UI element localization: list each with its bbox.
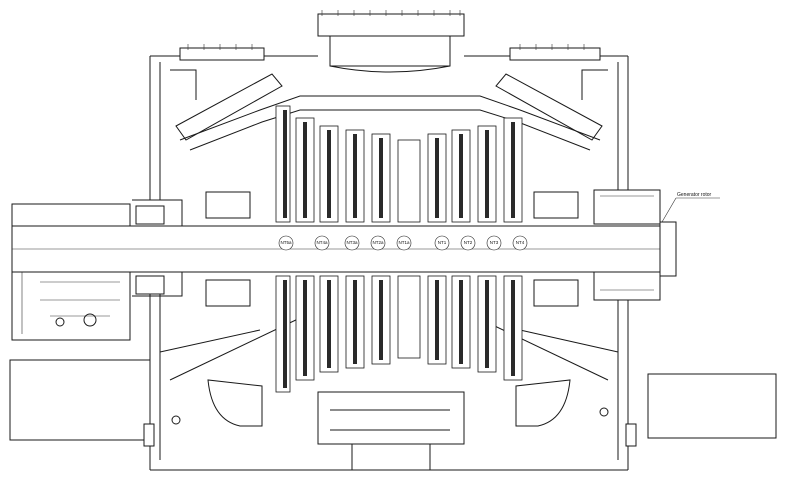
stage-label-nt4: NT4 (512, 235, 528, 251)
stage-label-nt3: NT3 (486, 235, 502, 251)
right-foundation-block (647, 373, 777, 439)
stage-labels: NT5a NT4a NT3a NT2a NT1a NT1 NT2 NT3 (278, 235, 528, 251)
left-bearing-pedestal (11, 199, 183, 341)
svg-text:NT3: NT3 (490, 240, 499, 245)
stage-label-nt1a: NT1a (396, 235, 412, 251)
svg-text:NT1a: NT1a (398, 240, 410, 245)
svg-text:NT2: NT2 (464, 240, 473, 245)
svg-text:NT1: NT1 (438, 240, 447, 245)
svg-text:NT2a: NT2a (372, 240, 384, 245)
stage-label-nt2: NT2 (460, 235, 476, 251)
generator-rotor-label: Generator rotor (677, 192, 712, 198)
blade-stages-upper (275, 105, 523, 223)
stage-label-nt4a: NT4a (314, 235, 330, 251)
svg-text:NT5a: NT5a (280, 240, 292, 245)
stage-label-nt2a: NT2a (370, 235, 386, 251)
gland-seals (135, 191, 579, 307)
svg-text:NT4a: NT4a (316, 240, 328, 245)
stage-label-nt5a: NT5a (278, 235, 294, 251)
left-foundation-block (9, 359, 151, 441)
stage-label-nt1: NT1 (434, 235, 450, 251)
svg-text:NT3a: NT3a (346, 240, 358, 245)
rotor-shaft (11, 221, 677, 277)
generator-rotor-callout: Generator rotor (661, 192, 720, 223)
stage-label-nt3a: NT3a (344, 235, 360, 251)
svg-text:NT4: NT4 (516, 240, 525, 245)
outer-casing (143, 10, 637, 471)
blade-stages-lower (275, 275, 523, 393)
right-bearing-pedestal (593, 189, 661, 301)
